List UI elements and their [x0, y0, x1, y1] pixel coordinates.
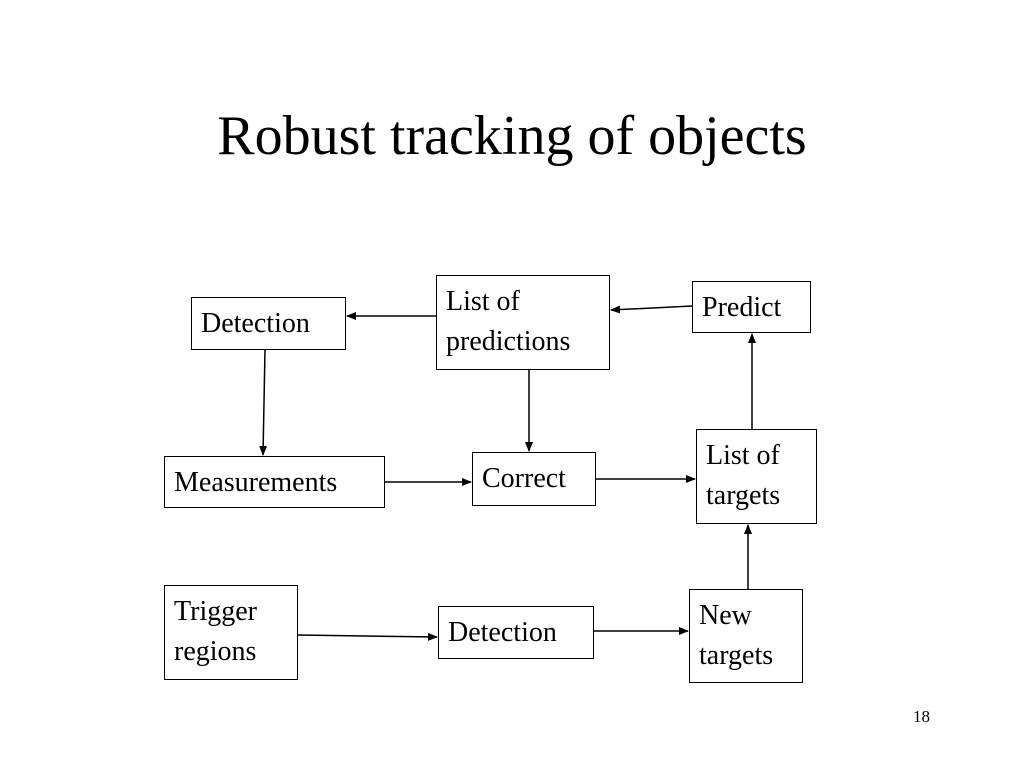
node-label-line-2: predictions — [446, 326, 571, 357]
arrow-predict-to-list-of-predictions — [610, 305, 693, 314]
node-label: Detection — [201, 308, 310, 339]
node-label-line-1: List of — [706, 440, 780, 471]
node-label: Correct — [482, 463, 566, 494]
page-number: 18 — [913, 707, 930, 726]
node-label: Detection — [448, 617, 557, 648]
node-label-line-2: targets — [706, 480, 781, 511]
node-predict: Predict — [692, 281, 811, 333]
node-list-of-targets: List of targets — [696, 429, 817, 524]
node-label-line-2: regions — [174, 636, 257, 667]
node-label: Measurements — [174, 467, 338, 498]
node-detection-top: Detection — [191, 297, 346, 350]
node-label: Predict — [702, 292, 782, 323]
arrow-detection-to-measurements — [259, 349, 268, 456]
node-label-line-1: New — [699, 600, 752, 631]
node-label-line-1: List of — [446, 286, 520, 317]
arrow-trigger-regions-to-detection — [297, 632, 438, 641]
node-new-targets: New targets — [689, 589, 803, 683]
node-trigger-regions: Trigger regions — [164, 585, 298, 680]
node-label-line-1: Trigger — [174, 596, 257, 627]
node-list-of-predictions: List of predictions — [436, 275, 610, 370]
node-correct: Correct — [472, 452, 596, 506]
node-label-line-2: targets — [699, 640, 774, 671]
node-measurements: Measurements — [164, 456, 385, 508]
slide-title: Robust tracking of objects — [217, 105, 807, 167]
node-detection-bottom: Detection — [438, 606, 594, 659]
